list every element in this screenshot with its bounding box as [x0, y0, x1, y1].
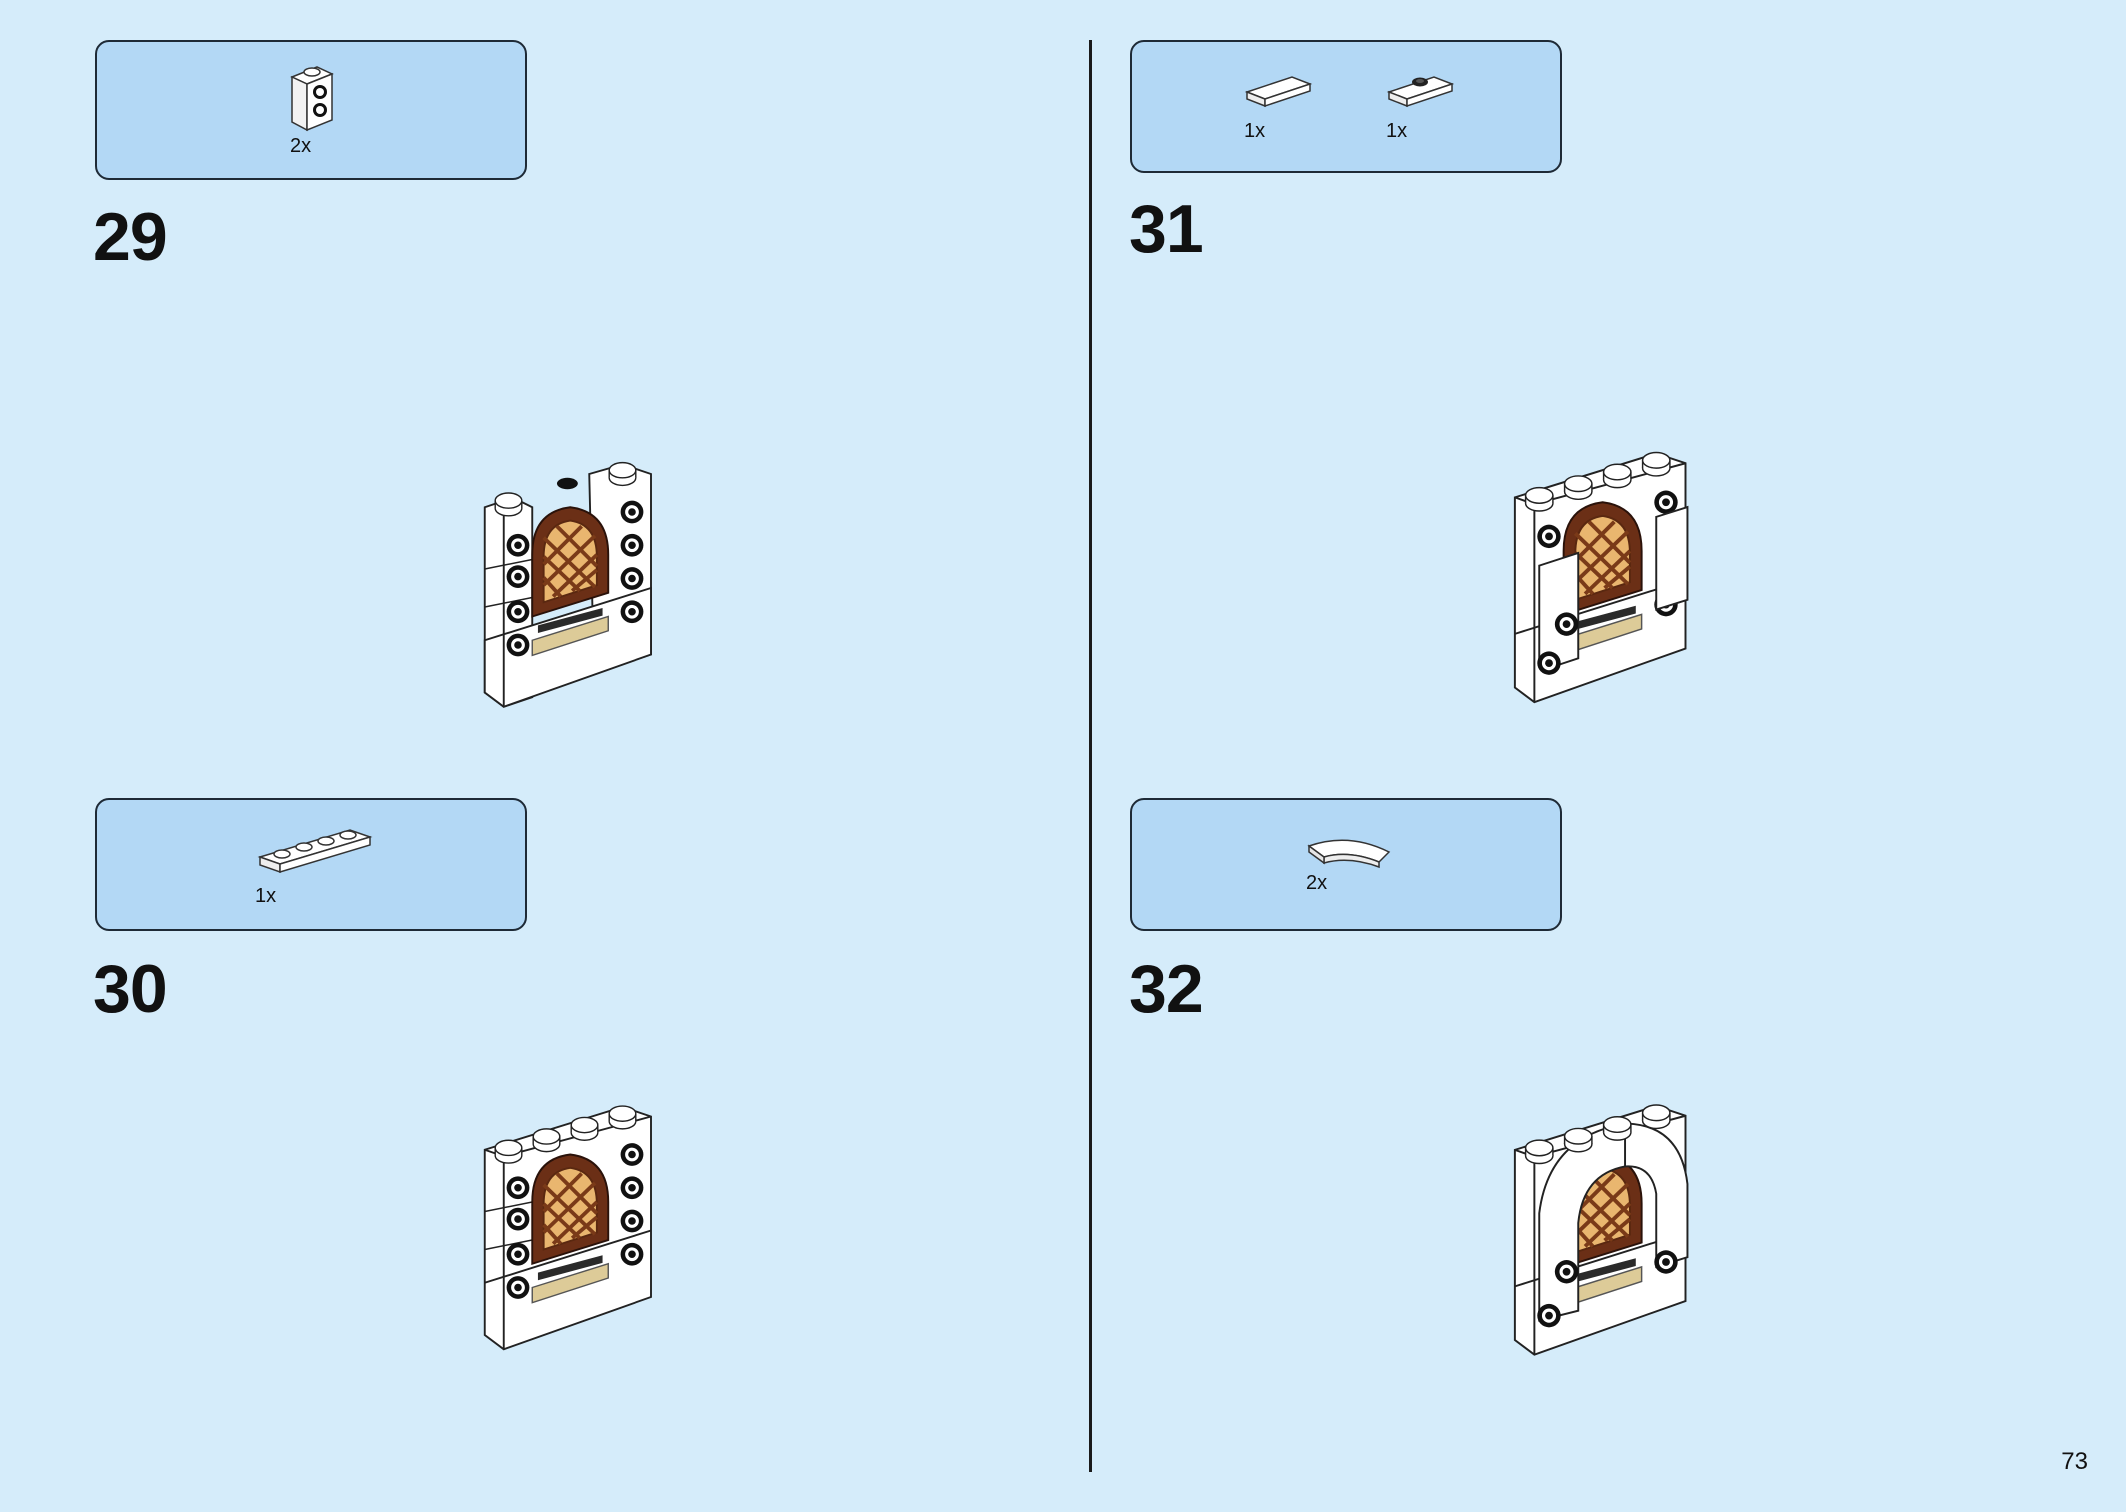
part-quantity: 1x: [1386, 120, 1408, 142]
build-model-step-29: [483, 461, 652, 708]
page-number: 73: [2061, 1448, 2088, 1475]
parts-callout-step-30: 1x: [95, 798, 527, 931]
brick-side-studs-icon: [290, 66, 334, 132]
part-quantity: 1x: [1244, 120, 1266, 142]
part-quantity: 1x: [255, 885, 277, 907]
step-number: 31: [1129, 191, 1204, 267]
parts-callout-step-31: 1x 1x: [1130, 40, 1562, 173]
page-divider: [1089, 40, 1092, 1472]
parts-callout-step-29: 2x: [95, 40, 527, 180]
tile-1x2-icon: [1244, 76, 1313, 108]
curved-arch-tile-icon: [1307, 839, 1391, 869]
build-model-step-32: [1513, 1104, 1689, 1356]
part-quantity: 2x: [290, 135, 312, 157]
part-quantity: 2x: [1306, 872, 1328, 894]
jumper-plate-icon: [1386, 76, 1455, 108]
step-number: 32: [1129, 951, 1204, 1027]
parts-callout-step-32: 2x: [1130, 798, 1562, 931]
step-number: 30: [93, 951, 168, 1027]
build-model-step-30: [483, 1105, 652, 1351]
plate-1x4-icon: [257, 829, 373, 874]
step-number: 29: [93, 199, 168, 275]
build-model-step-31: [1513, 451, 1689, 704]
